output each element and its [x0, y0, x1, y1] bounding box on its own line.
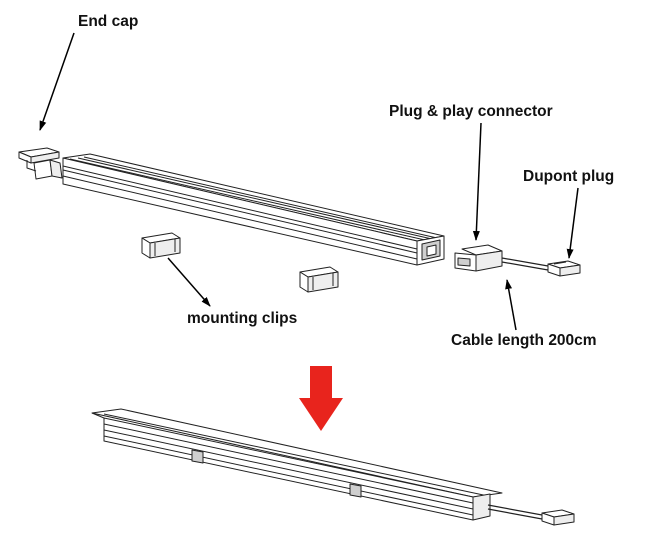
assembled-cable [487, 504, 543, 520]
assembled-profile [91, 408, 503, 521]
assembled-dupont-plug [541, 509, 575, 526]
plug-connector-label: Plug & play connector [389, 103, 553, 120]
cable-length-label: Cable length 200cm [451, 332, 597, 349]
mounting-clips-label: mounting clips [187, 310, 298, 327]
assembly-arrow [299, 366, 343, 431]
dupont-plug [547, 260, 581, 277]
end-cap-label: End cap [78, 13, 139, 30]
aluminium-profile [62, 153, 445, 266]
cable [501, 257, 549, 271]
annotation-arrows [39, 32, 579, 331]
end-cap [18, 147, 63, 180]
mounting-clip [299, 266, 339, 293]
plug-connector [454, 244, 503, 272]
dupont-plug-label: Dupont plug [523, 168, 615, 185]
mounting-clip [141, 232, 181, 259]
